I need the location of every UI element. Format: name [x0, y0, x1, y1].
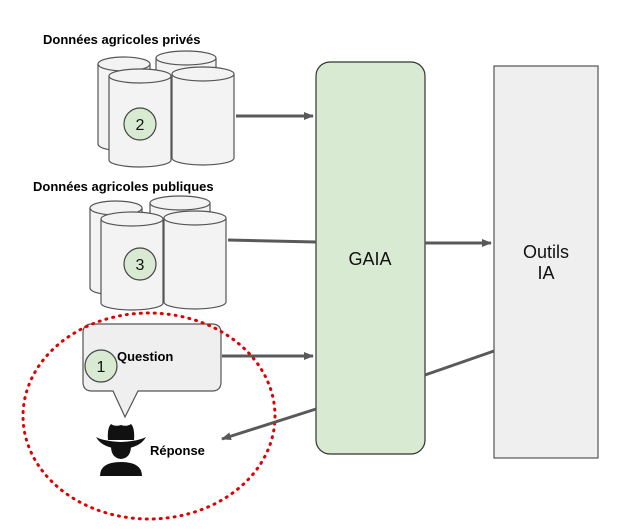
- question-badge-number: 1: [97, 359, 106, 376]
- private-data-badge: 2: [123, 107, 157, 141]
- gaia-label: GAIA: [348, 249, 391, 269]
- private-data-badge-number: 2: [136, 117, 145, 134]
- gaia-box: [315, 61, 426, 455]
- cowboy-hat-user-icon: [96, 424, 146, 476]
- ai-tools-label-line1: Outils: [523, 242, 569, 262]
- public-data-label: Données agricoles publiques: [33, 179, 214, 194]
- ai-tools-to-gaia-connector: [424, 349, 495, 377]
- user-interaction-highlight: [21, 311, 277, 521]
- question-badge: 1: [84, 349, 118, 383]
- public-data-badge: 3: [123, 247, 157, 281]
- question-label: Question: [117, 349, 173, 364]
- public-to-gaia-connector: [227, 238, 317, 244]
- public-data-badge-number: 3: [136, 257, 145, 274]
- public-data-store: [89, 195, 227, 311]
- answer-label: Réponse: [150, 443, 205, 458]
- ai-tools-label-line2: IA: [537, 263, 554, 283]
- private-data-label: Données agricoles privés: [43, 32, 201, 47]
- question-bubble: Question: [82, 323, 222, 419]
- gaia-to-answer-arrow: [221, 407, 317, 441]
- private-data-store: [97, 50, 235, 168]
- ai-tools-box: [493, 65, 599, 459]
